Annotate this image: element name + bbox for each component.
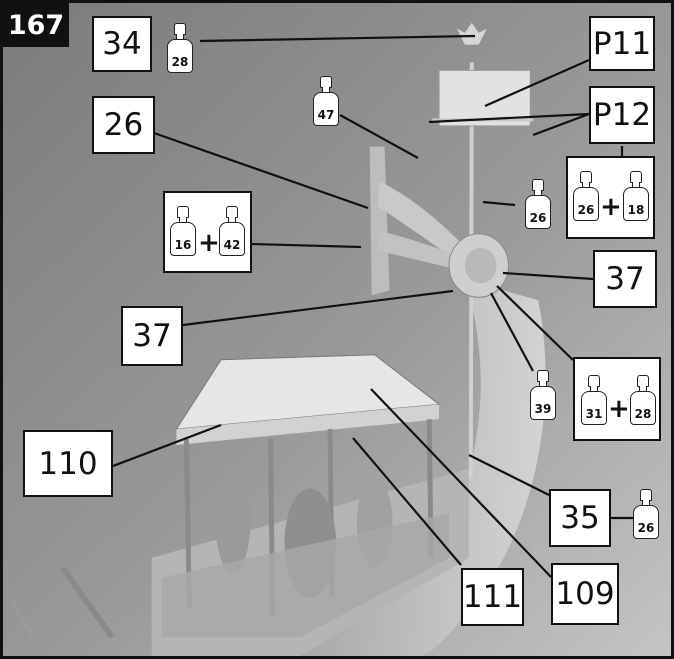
callout-35: 35: [549, 489, 611, 547]
plus-sign: +: [198, 228, 220, 258]
paint-bottle-icon: 42: [219, 206, 245, 256]
callout-37-right: 37: [593, 250, 657, 308]
paint-bottle-icon: 26: [573, 171, 599, 221]
callout-p11: P11: [589, 16, 655, 71]
paint-number: 47: [313, 92, 339, 126]
callout-34: 34: [92, 16, 152, 72]
paint-number: 16: [170, 222, 196, 256]
callout-26: 26: [92, 96, 155, 154]
paint-bottle-icon: 26: [525, 179, 551, 229]
callout-109: 109: [551, 563, 619, 625]
paint-bottle-icon: 28: [167, 23, 193, 73]
plus-sign: +: [600, 192, 622, 222]
paint-bottle-icon: 47: [313, 76, 339, 126]
callout-37-left: 37: [121, 306, 183, 366]
step-number: 167: [3, 3, 69, 47]
paint-number: 39: [530, 386, 556, 420]
paint-bottle-icon: 28: [630, 375, 656, 425]
paint-bottle-icon: 26: [633, 489, 659, 539]
paint-number: 28: [630, 391, 656, 425]
paint-number: 26: [633, 505, 659, 539]
paint-number: 18: [623, 187, 649, 221]
paint-number: 28: [167, 39, 193, 73]
paint-number: 42: [219, 222, 245, 256]
callout-p12: P12: [589, 86, 655, 144]
paint-bottle-icon: 31: [581, 375, 607, 425]
paint-bottle-icon: 16: [170, 206, 196, 256]
paint-number: 26: [573, 187, 599, 221]
paint-number: 31: [581, 391, 607, 425]
callout-110: 110: [23, 430, 113, 497]
plus-sign: +: [608, 394, 630, 424]
paint-number: 26: [525, 195, 551, 229]
callout-111: 111: [461, 568, 524, 626]
paint-bottle-icon: 18: [623, 171, 649, 221]
paint-bottle-icon: 39: [530, 370, 556, 420]
